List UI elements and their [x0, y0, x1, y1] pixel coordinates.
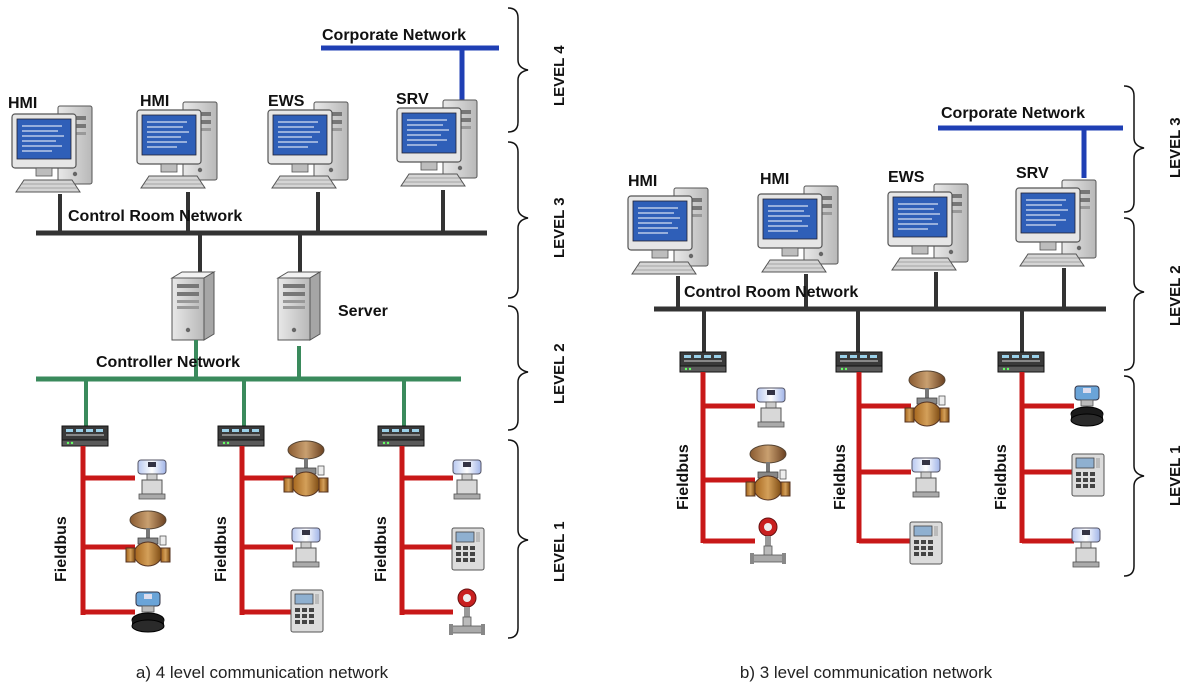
radar-transmitter: [1070, 385, 1104, 427]
level-label: LEVEL 3: [1167, 117, 1184, 178]
flow-transmitter: [452, 459, 482, 500]
level-brace: [507, 7, 529, 133]
control-room-network-label: Control Room Network: [68, 208, 242, 225]
flow-transmitter: [291, 527, 321, 568]
fieldbus-label: Fieldbus: [213, 516, 230, 582]
level-brace: [1123, 85, 1145, 213]
level-brace: [1123, 375, 1145, 577]
workstation-label: HMI: [8, 95, 37, 112]
network-switch: [61, 425, 109, 447]
fieldbus-label: Fieldbus: [373, 516, 390, 582]
controller-network-label: Controller Network: [96, 354, 240, 371]
level-brace: [507, 305, 529, 431]
corporate-network-label: Corporate Network: [941, 105, 1085, 122]
network-switch: [217, 425, 265, 447]
flow-transmitter: [1071, 527, 1101, 568]
flow-transmitter: [137, 459, 167, 500]
server-label: Server: [338, 303, 388, 320]
hmi-computer: [627, 187, 709, 275]
level-label: LEVEL 4: [551, 45, 568, 106]
fieldbus-label: Fieldbus: [993, 444, 1010, 510]
flow-transmitter: [756, 387, 786, 428]
ews-computer: [887, 183, 969, 271]
control-valve: [745, 444, 791, 501]
controller-panel: [290, 589, 324, 633]
diagram-b: Corporate Network HMI HMI EWS SRV Contro…: [627, 85, 1184, 682]
hmi-computer: [136, 101, 218, 189]
workstation-label: HMI: [760, 171, 789, 188]
level-label: LEVEL 3: [551, 197, 568, 258]
workstation-label: HMI: [140, 93, 169, 110]
magnetic-flowmeter: [448, 588, 486, 636]
hmi-computer: [11, 105, 93, 193]
flow-transmitter: [911, 457, 941, 498]
workstation-label: SRV: [1016, 165, 1049, 182]
controller-panel: [1071, 453, 1105, 497]
fieldbus-label: Fieldbus: [675, 444, 692, 510]
server-rack: [171, 271, 215, 341]
caption: b) 3 level communication network: [740, 663, 993, 682]
level-brace: [507, 439, 529, 639]
magnetic-flowmeter: [749, 517, 787, 565]
level-label: LEVEL 1: [551, 521, 568, 582]
hmi-computer: [757, 185, 839, 273]
server-rack: [277, 271, 321, 341]
workstation-label: EWS: [268, 93, 305, 110]
srv-computer: [396, 99, 478, 187]
control-valve: [904, 370, 950, 427]
level-label: LEVEL 1: [1167, 445, 1184, 506]
workstation-label: HMI: [628, 173, 657, 190]
diagram-a: Corporate Network HMI HMI EWS SRV Contro…: [8, 7, 568, 682]
control-valve: [125, 510, 171, 567]
radar-transmitter: [131, 591, 165, 633]
network-switch: [377, 425, 425, 447]
controller-panel: [909, 521, 943, 565]
workstation-label: EWS: [888, 169, 925, 186]
control-valve: [283, 440, 329, 497]
corporate-network-label: Corporate Network: [322, 27, 466, 44]
fieldbus-label: Fieldbus: [53, 516, 70, 582]
network-switch: [679, 351, 727, 373]
control-room-network-label: Control Room Network: [684, 284, 858, 301]
network-switch: [835, 351, 883, 373]
caption: a) 4 level communication network: [136, 663, 389, 682]
srv-computer: [1015, 179, 1097, 267]
ews-computer: [267, 101, 349, 189]
network-switch: [997, 351, 1045, 373]
level-brace: [1123, 217, 1145, 371]
level-brace: [507, 141, 529, 299]
controller-panel: [451, 527, 485, 571]
workstation-label: SRV: [396, 91, 429, 108]
level-label: LEVEL 2: [1167, 265, 1184, 326]
level-label: LEVEL 2: [551, 343, 568, 404]
fieldbus-label: Fieldbus: [832, 444, 849, 510]
